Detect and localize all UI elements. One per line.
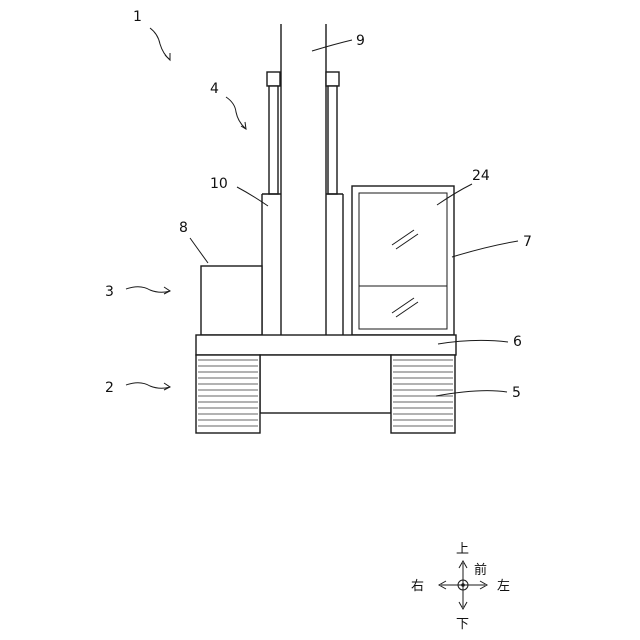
ref-label-6: 6 [513,334,522,350]
ref-label-4: 4 [210,81,219,97]
ref-label-2: 2 [105,380,114,396]
ref-label-8: 8 [179,220,188,236]
undercarriage [260,355,391,413]
ref-label-9: 9 [356,33,365,49]
direction-front-label: 前 [474,562,487,578]
ref-label-7: 7 [523,234,532,250]
ref-arrow-1 [150,28,170,60]
ref-label-3: 3 [105,284,114,300]
direction-indicator: 上 下 右 左 前 [411,542,510,632]
upper-body-deck [196,335,456,355]
ref-arrow-3 [126,287,170,293]
ref-leader-8 [190,238,208,263]
direction-right-label: 左 [497,579,510,594]
direction-up-label: 上 [456,542,469,557]
ref-leader-9 [312,40,352,51]
direction-left-label: 右 [411,579,424,594]
cab [352,186,454,335]
ref-leader-10 [237,187,268,206]
ref-label-24: 24 [472,168,490,184]
ref-arrow-4 [226,97,246,129]
boom-cylinder-left [267,72,280,194]
direction-down-label: 下 [456,617,469,632]
engine-cover [201,266,262,335]
crawler-track-left [196,355,260,433]
boom [281,24,326,335]
ref-label-10: 10 [210,176,228,192]
ref-label-5: 5 [512,385,521,401]
ref-leader-7 [452,241,518,257]
boom-foot-bracket [262,194,343,335]
boom-cylinder-right [326,72,339,194]
ref-arrow-2 [126,383,170,389]
ref-label-1: 1 [133,9,142,25]
